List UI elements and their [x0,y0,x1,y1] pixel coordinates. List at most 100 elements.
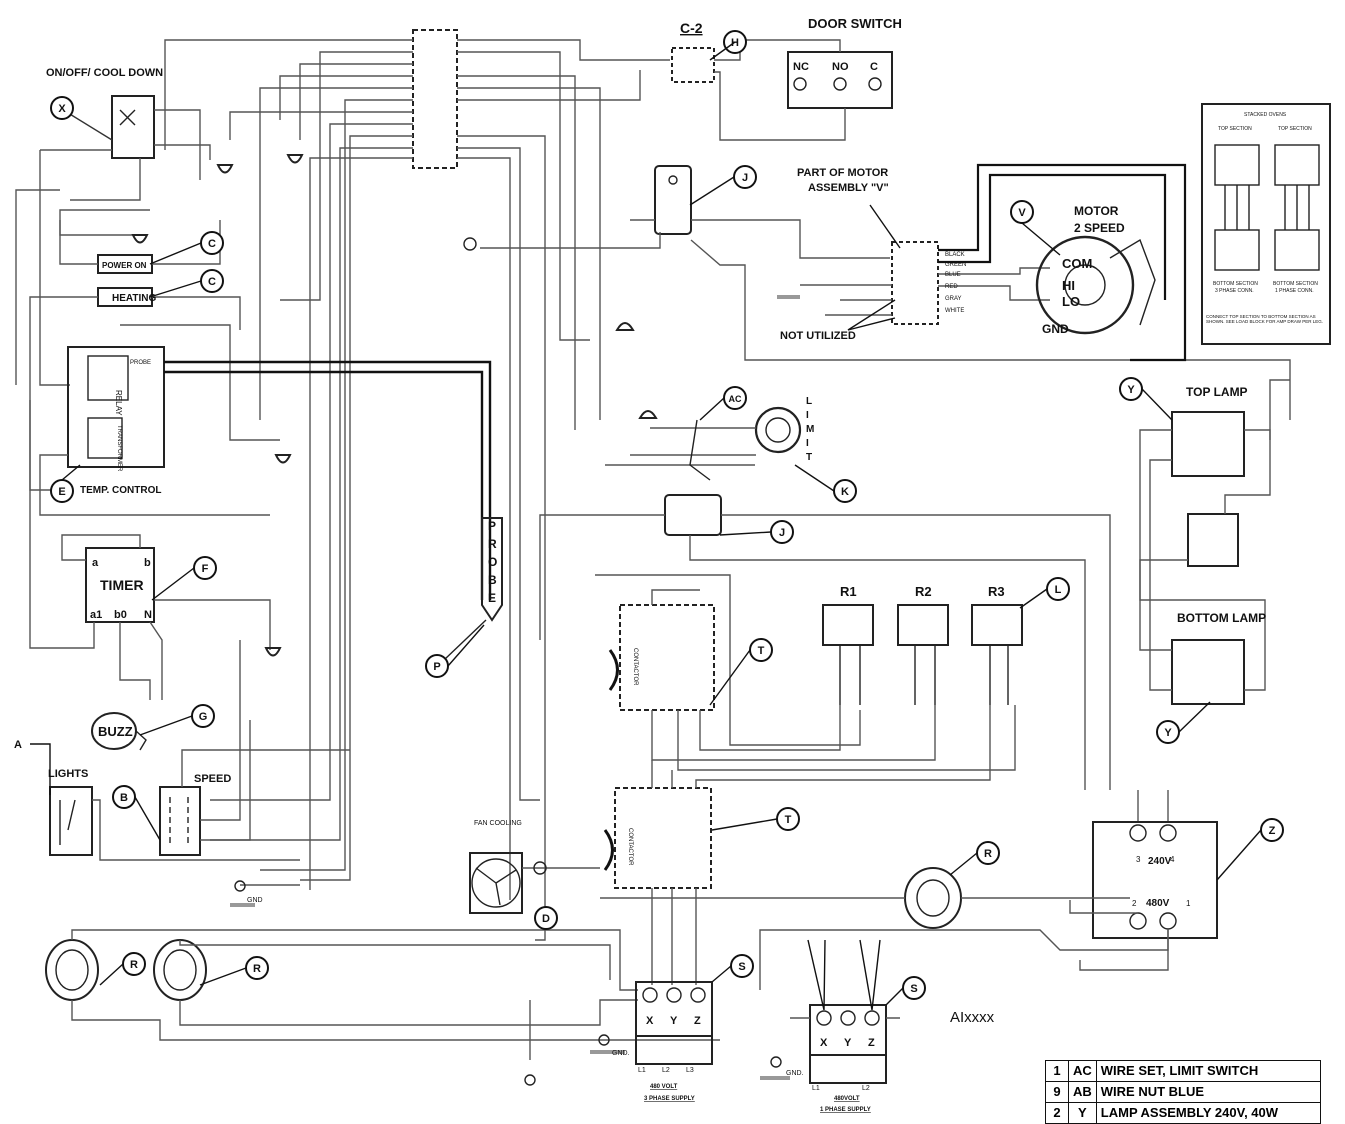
svg-text:RED: RED [945,284,958,290]
label-transformer: TRANSFORMER [116,425,122,472]
label-240v: 240V [1148,856,1172,867]
callout-t-2: T [785,814,792,826]
label-contactor-1: CONTACTOR [632,648,638,686]
label-power-on: POWER ON [102,261,147,270]
svg-text:P: P [488,519,496,533]
speed-switch-box [159,786,201,856]
callout-r-2: R [253,963,261,975]
terminal-block-main [412,29,458,169]
label-z-4: 4 [1170,855,1175,864]
lamp-connector [1187,513,1239,567]
label-gnd-3: GND. [786,1070,804,1077]
callout-v: V [1018,207,1026,219]
label-stacked-ovens: STACKED OVENS [1244,112,1287,118]
label-z-1: 1 [1186,899,1191,908]
label-motor: MOTOR [1074,204,1119,218]
svg-text:B: B [488,573,497,587]
label-z-2: 2 [1132,899,1137,908]
callout-d: D [542,913,550,925]
temp-control-box [67,346,165,468]
label-onoff: ON/OFF/ COOL DOWN [46,67,163,79]
label-r3: R3 [988,584,1005,599]
label-no: NO [832,61,849,73]
callout-k: K [841,486,849,498]
label-l1: L1 [638,1067,646,1074]
label-block2-y: Y [844,1037,852,1049]
label-z-3: 3 [1136,855,1141,864]
contactor-lower [614,787,712,889]
onoff-switch-box [111,95,155,159]
callout-r-1: R [130,959,138,971]
label-temp-control: TEMP. CONTROL [80,485,161,496]
part-desc: WIRE NUT BLUE [1095,1081,1322,1103]
label-hi: HI [1062,278,1075,293]
svg-text:GREEN: GREEN [945,262,966,268]
part-desc: WIRE SET, LIMIT SWITCH [1095,1060,1322,1082]
callout-g: G [199,711,208,723]
callout-j-2: J [779,527,785,539]
callout-h: H [731,37,739,49]
label-buzz: BUZZ [98,724,133,739]
svg-text:GRAY: GRAY [945,296,962,302]
probe-sensor [481,517,503,622]
callout-b: B [120,792,128,804]
label-com: COM [1062,256,1092,271]
label-lights: LIGHTS [48,768,88,780]
resistor-r1 [822,604,874,646]
parts-table: 1 AC WIRE SET, LIMIT SWITCH 9 AB WIRE NU… [1045,1060,1322,1124]
label-block-z: Z [694,1015,701,1027]
callout-z: Z [1269,825,1276,837]
label-timer-b0: b0 [114,609,127,621]
wire-color-labels: BLACK GREEN BLUE RED GRAY WHITE [945,252,966,314]
motor-connector-block [891,241,939,325]
label-supply-1phase: 1 PHASE SUPPLY [820,1107,871,1113]
label-speed: SPEED [194,773,231,785]
label-block2-x: X [820,1037,828,1049]
label-timer-a1: a1 [90,609,102,621]
table-row: 1 AC WIRE SET, LIMIT SWITCH [1045,1060,1322,1082]
limit-switch [754,406,802,454]
label-bottom-lamp: BOTTOM LAMP [1177,611,1266,625]
label-relay: RELAY [114,390,123,416]
label-l2: L2 [662,1067,670,1074]
label-part-of-motor: PART OF MOTOR [797,167,888,179]
svg-text:E: E [488,591,496,605]
part-code: AC [1068,1060,1097,1082]
label-nc: NC [793,61,809,73]
callout-y-2: Y [1164,727,1172,739]
callout-e: E [58,486,65,498]
table-row: 9 AB WIRE NUT BLUE [1045,1081,1322,1103]
label-heating: HEATING [112,293,156,304]
label-door-switch: DOOR SWITCH [808,16,902,31]
label-limit: LIMIT [806,396,814,463]
label-probe-vertical: PROBE [488,519,497,605]
label-supply-480-1: 480VOLT [834,1096,860,1102]
label-1phase-conn: 1 PHASE CONN. [1275,288,1314,294]
callout-y-1: Y [1127,384,1135,396]
label-c: C [870,61,878,73]
stacked-ovens-inset [1201,103,1331,345]
contactor-upper [619,604,715,711]
label-top-section-1: TOP SECTION [1218,126,1252,132]
label-top-section-2: TOP SECTION [1278,126,1312,132]
svg-text:O: O [488,555,497,569]
supply-block-3phase [635,981,713,1037]
label-l2-b: L2 [862,1085,870,1092]
callout-t-1: T [758,645,765,657]
component-j-upper [654,165,692,235]
label-timer: TIMER [100,577,144,593]
svg-text:R: R [488,537,497,551]
label-l1-b: L1 [812,1085,820,1092]
ring-element-2 [153,939,207,1001]
label-lo: LO [1062,294,1080,309]
label-l3: L3 [686,1067,694,1074]
label-contactor-2: CONTACTOR [627,828,633,866]
part-qty: 9 [1045,1081,1069,1103]
label-top-lamp: TOP LAMP [1186,385,1248,399]
label-timer-a: a [92,557,99,569]
label-bottom-section-1: BOTTOM SECTION [1213,281,1258,287]
label-c2: C-2 [680,20,703,36]
callout-a: A [14,739,22,751]
ring-element-3 [904,867,962,929]
